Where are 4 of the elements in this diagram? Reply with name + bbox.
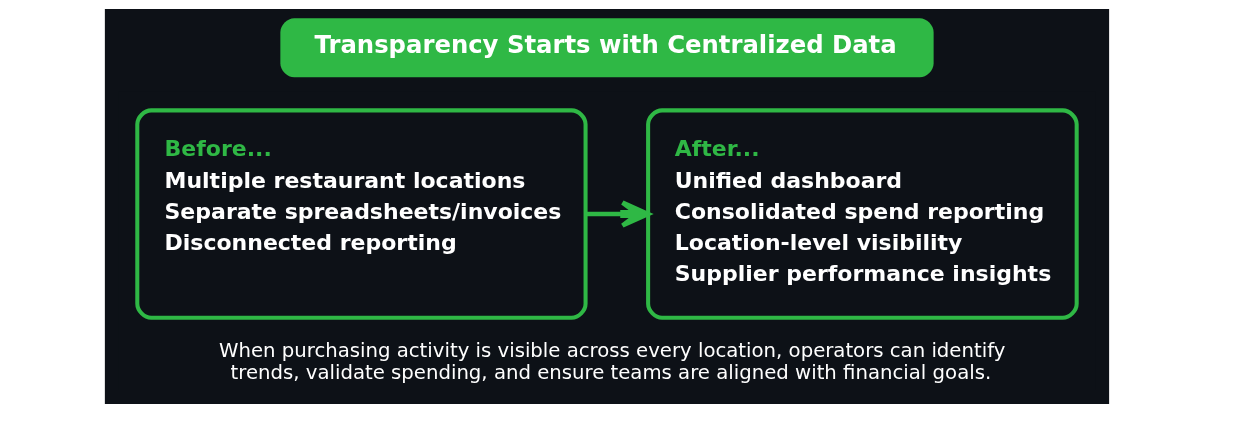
diagram-title: Transparency Starts with Centralized Data bbox=[314, 29, 897, 59]
node-box: Before... Multiple restaurant locations Separate spreadsheets/invoices Disconnected reporting bbox=[134, 107, 588, 320]
node-box: After... Unified dashboard Consolidated spend reporting Location-level visibility Supplier performance insights bbox=[645, 107, 1079, 320]
caption: When purchasing activity is visible across every location, operators can identify trends, validate spending, and ensure teams are aligned with financial goals. bbox=[218, 338, 1005, 384]
